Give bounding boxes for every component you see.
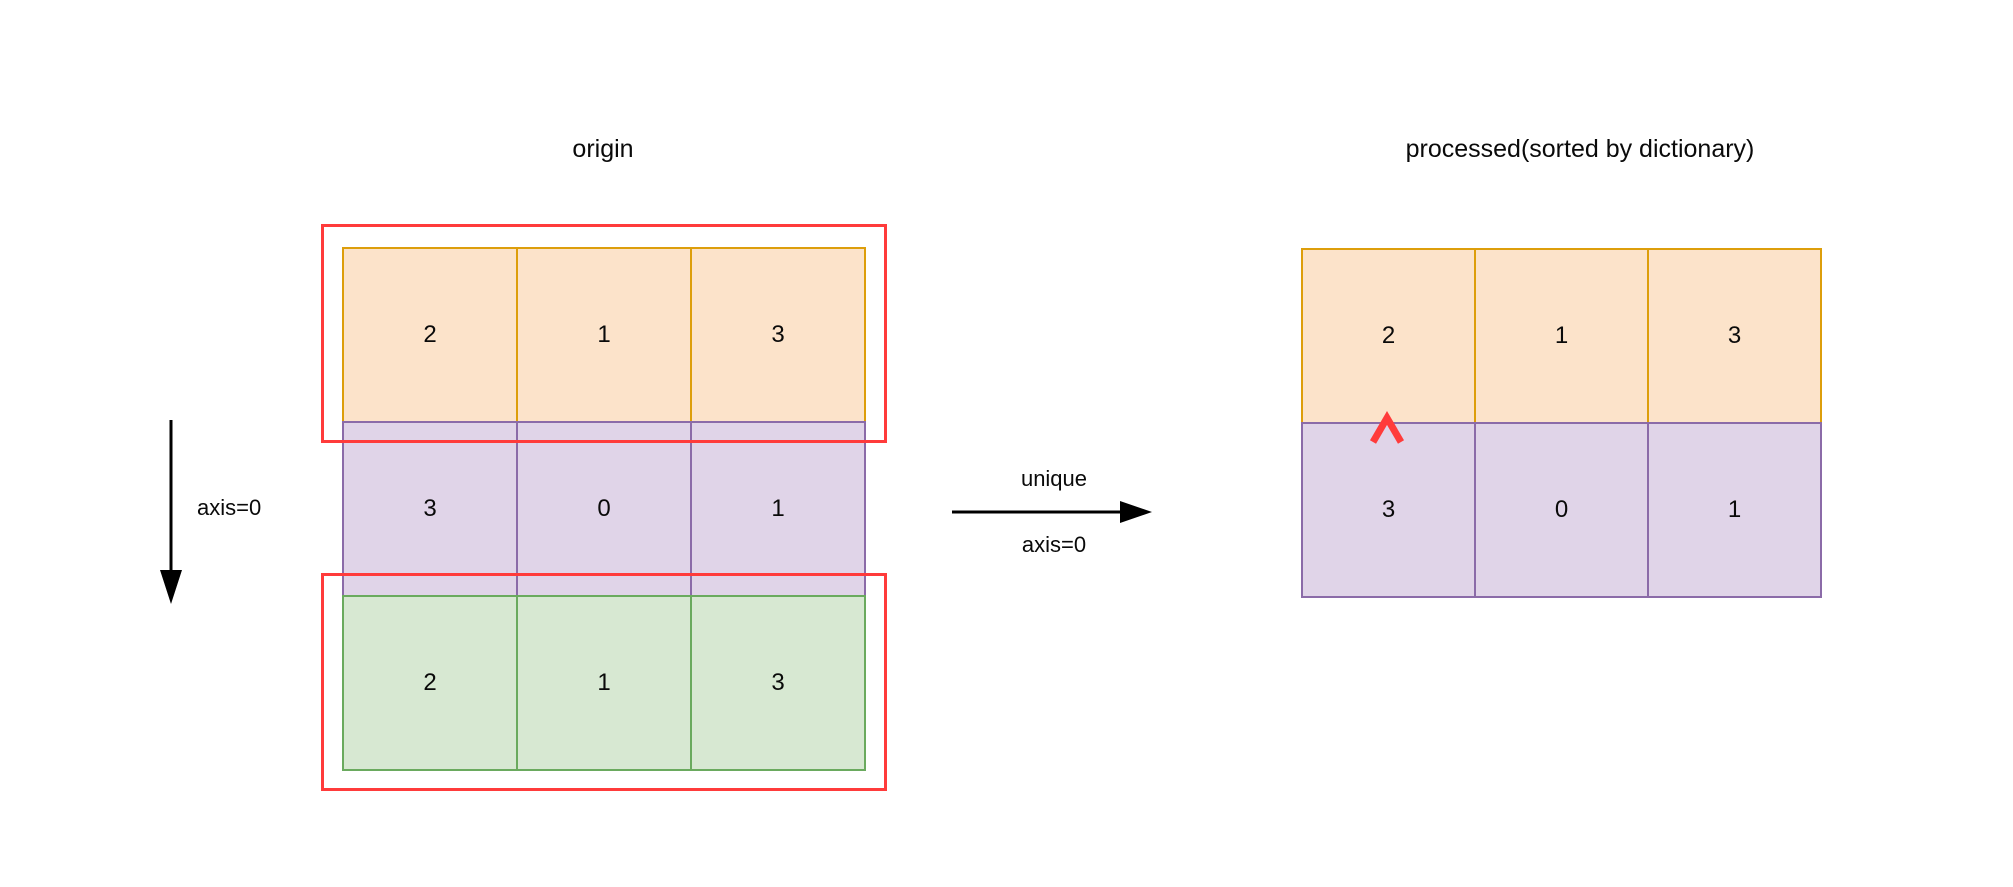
transform-right-arrow-icon [950,494,1155,530]
axis-down-arrow-icon [148,418,194,608]
origin-cell-r2c0: 2 [342,595,518,771]
origin-panel-title: origin [572,135,634,163]
origin-cell-r0c2: 3 [690,247,866,423]
origin-matrix-row-2: 2 1 3 [342,595,866,771]
vertical-axis-label: axis=0 [197,495,262,520]
processed-cell-r0c0: 2 [1301,248,1476,424]
caret-up-icon [1366,404,1408,446]
processed-matrix-row-1: 3 0 1 [1301,422,1822,598]
processed-cell-r1c0: 3 [1301,422,1476,598]
processed-cell-r0c2: 3 [1647,248,1822,424]
processed-matrix-row-0: 2 1 3 [1301,248,1822,424]
processed-cell-r1c2: 1 [1647,422,1822,598]
transform-axis-label: axis=0 [1021,532,1087,557]
transform-operation-label: unique [1020,466,1088,491]
origin-matrix-row-1: 3 0 1 [342,421,866,597]
origin-cell-r0c0: 2 [342,247,518,423]
processed-matrix: 2 1 3 3 0 1 [1301,248,1822,598]
origin-cell-r1c2: 1 [690,421,866,597]
processed-cell-r1c1: 0 [1474,422,1649,598]
origin-matrix: 2 1 3 3 0 1 2 1 3 [342,247,866,771]
origin-cell-r0c1: 1 [516,247,692,423]
origin-cell-r1c0: 3 [342,421,518,597]
origin-cell-r1c1: 0 [516,421,692,597]
processed-panel-title: processed(sorted by dictionary) [1405,135,1755,163]
origin-cell-r2c1: 1 [516,595,692,771]
origin-cell-r2c2: 3 [690,595,866,771]
origin-matrix-row-0: 2 1 3 [342,247,866,423]
processed-cell-r0c1: 1 [1474,248,1649,424]
